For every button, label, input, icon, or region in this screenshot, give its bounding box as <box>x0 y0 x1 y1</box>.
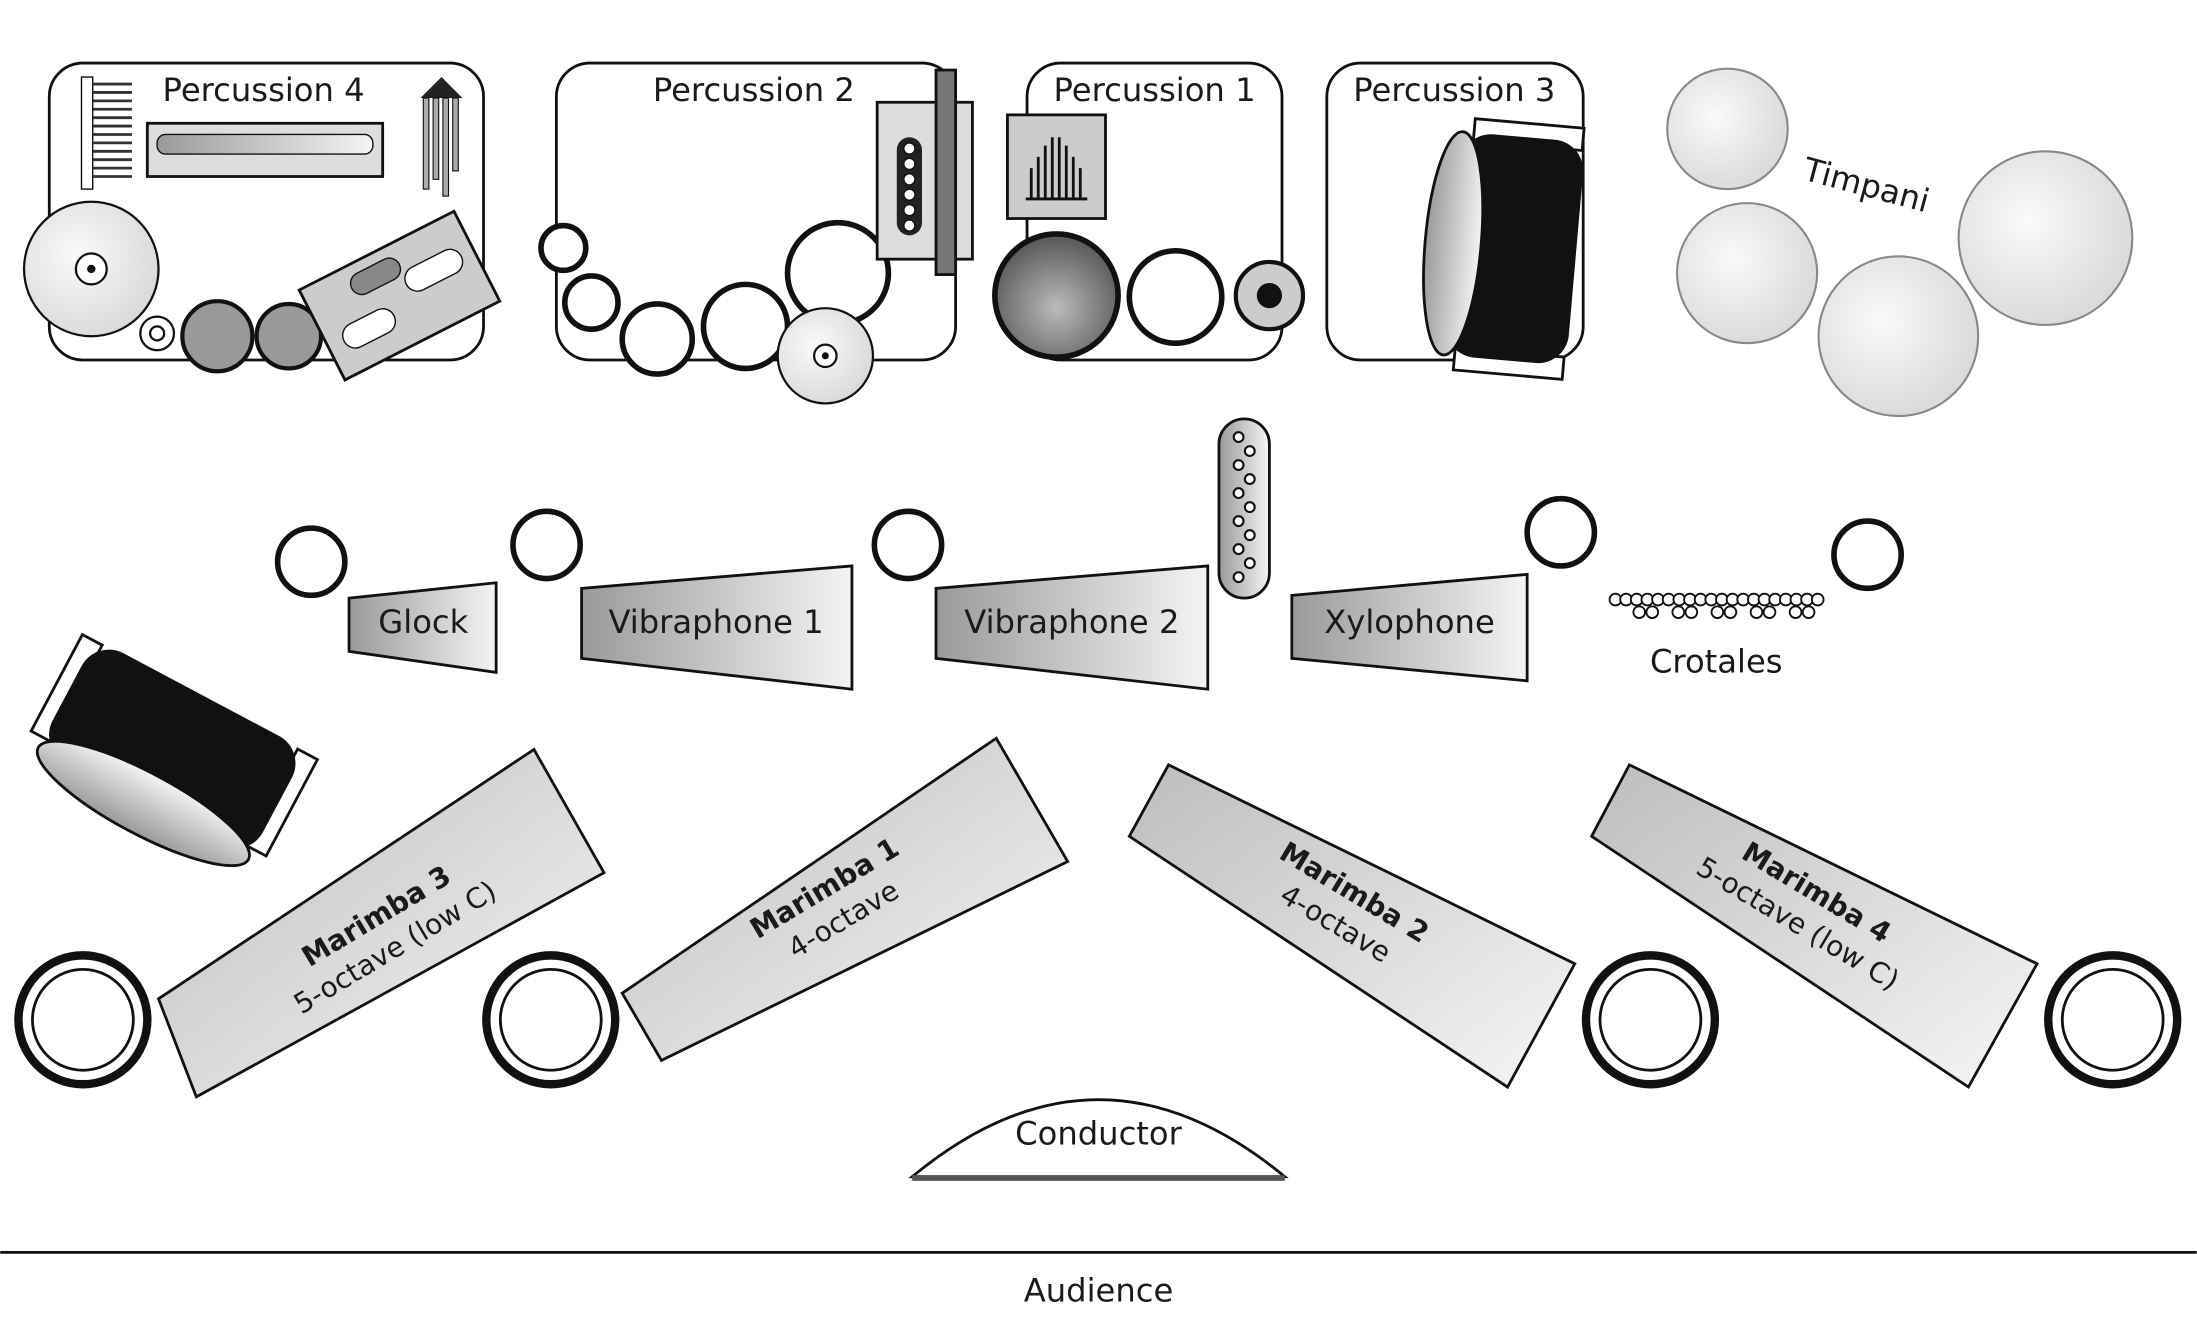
mark-tree-icon <box>80 76 132 190</box>
crotale-disc <box>1749 605 1764 619</box>
bass-drum-side-icon <box>1422 117 1586 381</box>
tom-icon <box>254 301 324 371</box>
chimes-rack-icon <box>1006 113 1107 220</box>
conductor-podium: Conductor <box>908 1098 1289 1181</box>
audience-label: Audience <box>1024 1271 1174 1309</box>
tom-icon <box>180 299 255 374</box>
vibraphone-2-label: Vibraphone 2 <box>964 603 1179 641</box>
xylophone-label: Xylophone <box>1324 603 1495 641</box>
xylophone: Xylophone <box>1290 572 1529 683</box>
bass-drum-side-icon <box>29 632 320 868</box>
drum-icon <box>561 273 621 332</box>
crotale-disc <box>1762 605 1777 619</box>
bass-drum-icon <box>784 219 892 327</box>
drum-icon <box>1126 247 1225 347</box>
glock-label: Glock <box>378 603 468 641</box>
vibraphone-2: Vibraphone 2 <box>934 564 1210 691</box>
vibraphone-1-label: Vibraphone 1 <box>608 603 823 641</box>
percussion-3-label: Percussion 3 <box>1353 71 1555 109</box>
stands <box>274 495 1904 599</box>
percussion-2-station: Percussion 2 <box>538 61 974 405</box>
crotales: Crotales <box>1608 592 1825 680</box>
percussion-3-station: Percussion 3 <box>1325 61 1586 381</box>
drum-icon <box>619 301 696 377</box>
percussion-1-label: Percussion 1 <box>1053 71 1255 109</box>
drum-icon <box>700 281 791 372</box>
crotales-label: Crotales <box>1650 642 1783 680</box>
suspended-cymbal-icon <box>22 200 160 338</box>
marimba-1: Marimba 1 4-octave <box>620 736 1070 1063</box>
crotale-disc <box>1684 605 1699 619</box>
crotale-disc <box>1810 592 1825 607</box>
cymbal-icon <box>776 307 875 405</box>
crotale-disc <box>1788 605 1803 619</box>
bell-tree-icon <box>1217 417 1271 600</box>
instrument-rack-icon <box>875 68 974 276</box>
tambourine-table-icon <box>297 209 502 382</box>
marimba-stands <box>14 951 2182 1089</box>
crotale-disc <box>1801 605 1816 619</box>
crotale-disc <box>1632 605 1647 619</box>
crotale-disc <box>1645 605 1660 619</box>
percussion-2-label: Percussion 2 <box>653 71 855 109</box>
glock: Glock <box>347 581 498 675</box>
timpani-label: Timpani <box>1799 150 1934 220</box>
percussion-4-station: Percussion 4 <box>22 61 502 382</box>
bass-drum-icon <box>992 231 1121 361</box>
marimba-2: Marimba 2 4-octave <box>1127 763 1577 1090</box>
wind-chimes-icon <box>420 77 463 197</box>
conductor-label: Conductor <box>1015 1114 1182 1152</box>
crotale-disc <box>1671 605 1686 619</box>
crotale-disc <box>1723 605 1738 619</box>
crotale-disc <box>1710 605 1725 619</box>
vibraphone-1: Vibraphone 1 <box>580 564 854 691</box>
tray-icon <box>145 121 385 178</box>
timpani: Timpani <box>1666 67 2134 418</box>
drum-icon <box>538 222 589 274</box>
percussion-1-station: Percussion 1 <box>992 61 1306 362</box>
percussion-4-label: Percussion 4 <box>163 71 365 109</box>
